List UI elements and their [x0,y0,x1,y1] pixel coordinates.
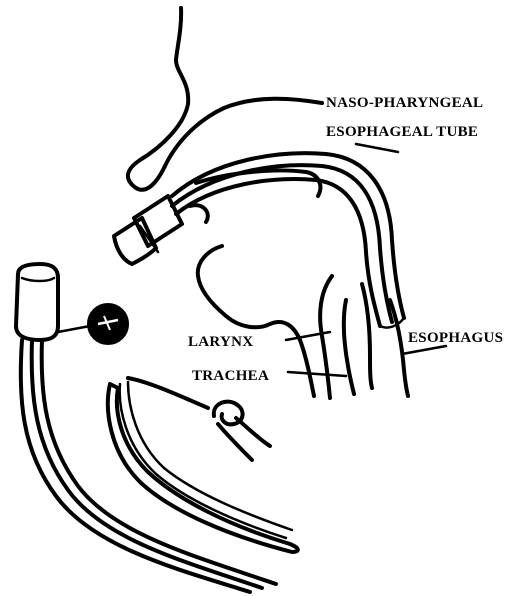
pharyngeal-wall [320,276,332,398]
label-naso-line2: ESOPHAGEAL TUBE [326,124,478,140]
nose-profile [128,8,322,190]
esophagus-wall-left [362,284,372,388]
endotracheal-connector [16,264,58,340]
pharyngeal-wall-inner [344,300,354,394]
label-trachea: TRACHEA [192,368,269,384]
label-larynx: LARYNX [188,334,253,350]
pilot-balloon [88,304,128,344]
label-esophagus: ESOPHAGUS [408,330,503,346]
esophagus-wall-right [390,300,408,396]
pilot-connect-line [58,326,90,332]
naso-tube-connector [114,196,182,264]
esophagus-leader [402,346,446,354]
tube-tip-detail [214,402,270,460]
label-naso-line1: NASO-PHARYNGEAL [326,95,483,111]
naso-leader [356,144,398,152]
naso-tube-middle [172,165,392,322]
nasal-inner-contour [190,205,208,222]
trachea-leader [288,372,346,376]
